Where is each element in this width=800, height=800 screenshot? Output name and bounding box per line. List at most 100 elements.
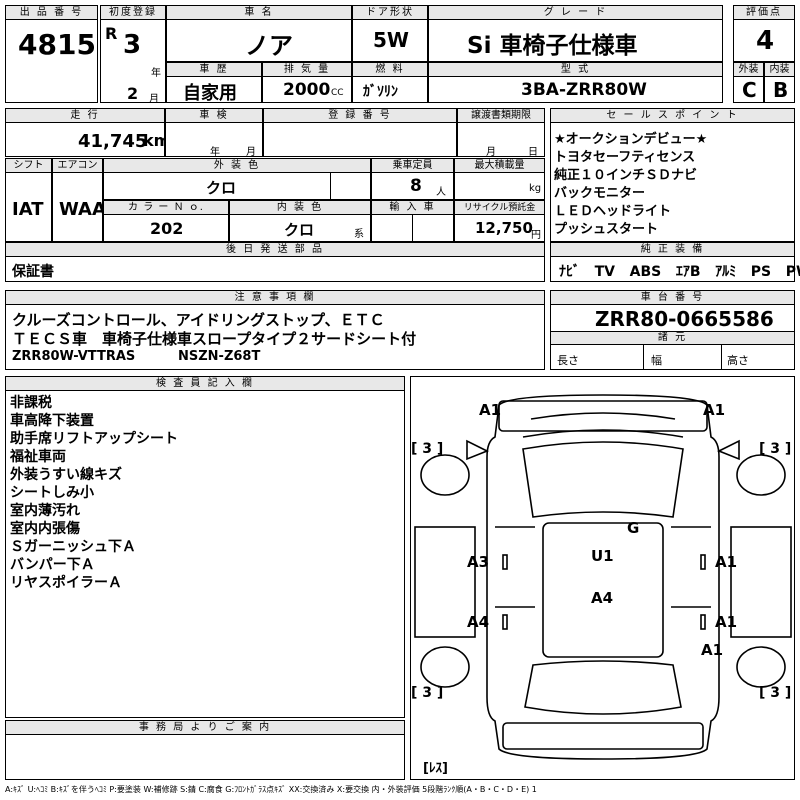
first-registration-label: 初度登録 (101, 6, 165, 20)
inspector-item: バンパー下Ａ (10, 557, 95, 573)
grade-label: グ レ ー ド (429, 6, 722, 20)
inspector-item: 非課税 (10, 395, 52, 411)
windshield (522, 441, 684, 518)
score-label: 評価点 (734, 6, 794, 20)
capacity-unit: 人 (436, 187, 446, 198)
door-handle (502, 554, 508, 570)
right-mirror (717, 439, 740, 461)
inspection-month-unit: 月 (246, 147, 256, 158)
later-parts-label: 後 日 発 送 部 品 (6, 243, 544, 257)
damage-mark: A1 (715, 613, 738, 631)
car-name: ノア (245, 32, 293, 60)
score-box: 評価点 4 (733, 5, 795, 62)
tire-rear-left (420, 646, 470, 688)
tire-rating: [ 3 ] (411, 685, 444, 701)
cc-unit: CC (331, 88, 344, 98)
legend: A:ｷｽﾞ U:ﾍｺﾐ B:ｷｽﾞを伴うﾍｺﾐ P:要塗装 W:補修跡 S:錆 … (5, 785, 537, 794)
later-parts-value: 保証書 (12, 264, 54, 280)
inspection-year-unit: 年 (210, 147, 220, 158)
equipment-item: ｴｱB (675, 264, 701, 280)
displacement-label: 排 気 量 (263, 63, 351, 77)
damage-mark: A1 (479, 401, 502, 419)
hood-line (522, 429, 684, 438)
notes-box: 注 意 事 項 欄 クルーズコントロール、アイドリングストップ、ＥＴＣ ＴＥＣＳ… (5, 290, 545, 370)
tire-rating: [ 3 ] (411, 441, 444, 457)
transfer-deadline-label: 譲渡書類期限 (458, 109, 544, 123)
grade-box: グ レ ー ド Si 車椅子仕様車 (428, 5, 723, 62)
registration-month: 2 (127, 84, 139, 103)
car-diagram-svg (414, 394, 792, 760)
door-handle (700, 554, 706, 570)
selling-point-item: ★オークションデビュー★ (554, 132, 708, 147)
door-label: ドア形状 (353, 6, 427, 20)
interior-color-label: 内 装 色 (230, 201, 370, 215)
roof (542, 522, 664, 658)
mileage-box: 走 行 41,745 km (5, 108, 170, 157)
door-handle (502, 614, 508, 630)
registration-number-box: 登 録 番 号 (263, 108, 457, 157)
color-number-box: カ ラ ー Ｎ ｏ. 202 (103, 200, 229, 242)
month-unit: 月 (149, 94, 159, 105)
ac: WAA (59, 199, 106, 220)
equipment-box: 純 正 装 備 ﾅﾋﾞ TV ABS ｴｱB ｱﾙﾐ PS PW (550, 242, 800, 282)
selling-points-box: セ ー ル ス ポ イ ン ト ★オークションデビュー★ トヨタセーフティセンス… (550, 108, 795, 242)
selling-points-list: ★オークションデビュー★ トヨタセーフティセンス 純正１０インチＳＤナビ バック… (554, 131, 707, 239)
inspector-item: リヤスポイラーＡ (10, 575, 122, 591)
chassis-box: 車 台 番 号 ZRR80-0665586 諸 元 長さ 幅 高さ (550, 290, 795, 370)
car-name-label: 車 名 (167, 6, 351, 20)
lot-number-box: 出 品 番 号 4815 (5, 5, 98, 103)
notes-label: 注 意 事 項 欄 (6, 291, 544, 305)
damage-mark: A4 (467, 613, 490, 631)
inspection-label: 車 検 (166, 109, 262, 123)
fuel-box: 燃 料 ｶﾞｿﾘﾝ (352, 62, 428, 103)
history-box: 車 歴 自家用 (166, 62, 262, 104)
body-outline (486, 394, 720, 760)
transfer-month-unit: 月 (486, 147, 496, 158)
inspector-item: 室内薄汚れ (10, 503, 80, 519)
model-box: 型 式 3BA-ZRR80W (428, 62, 723, 103)
door-box: ドア形状 5W (352, 5, 428, 62)
registration-year: 3 (123, 30, 142, 60)
notes-code: ZRR80W-VTTRAS (12, 349, 136, 364)
interior-color: クロ (284, 221, 315, 239)
max-load-label: 最大積載量 (455, 159, 544, 173)
inspector-item: Ｓガーニッシュ下Ａ (10, 539, 136, 555)
height-label: 高さ (727, 354, 749, 367)
max-load-box: 最大積載量 kg (454, 158, 545, 200)
selling-point-item: バックモニター (554, 186, 646, 201)
selling-point-item: プッシュスタート (554, 222, 659, 237)
ac-label: エアコン (53, 159, 102, 173)
exterior-label: 外装 (734, 63, 763, 77)
damage-mark: G (627, 519, 640, 537)
yen-unit: 円 (531, 230, 541, 241)
history-label: 車 歴 (167, 63, 261, 77)
equipment-item: ﾅﾋﾞ (559, 264, 580, 280)
exterior-color-box: 外 装 色 クロ (103, 158, 371, 200)
capacity: 8 (410, 176, 422, 196)
inspector-item: 福祉車両 (10, 449, 66, 465)
displacement-box: 排 気 量 2000 CC (262, 62, 352, 103)
selling-point-item: 純正１０インチＳＤナビ (554, 168, 698, 183)
door-type: 5W (373, 28, 409, 52)
year-unit: 年 (151, 68, 161, 79)
recycle-label: リサイクル預託金 (455, 201, 544, 215)
interior-score: B (773, 78, 789, 102)
equipment-label: 純 正 装 備 (551, 243, 794, 257)
recycle-fee: 12,750 (475, 219, 533, 237)
exterior-color: クロ (206, 179, 237, 197)
door-handle (700, 614, 706, 630)
chassis-label: 車 台 番 号 (551, 291, 794, 305)
inspector-list: 非課税 車高降下装置 助手席リフトアップシート 福祉車両 外装うすい線キズ シー… (10, 394, 178, 592)
first-registration-box: 初度登録 R 3 年 2 月 (100, 5, 166, 105)
inspector-item: シートしみ小 (10, 485, 94, 501)
mileage: 41,745 (78, 131, 148, 152)
import-box: 輸 入 車 (371, 200, 454, 242)
model-label: 型 式 (429, 63, 722, 77)
notes-line: クルーズコントロール、アイドリングストップ、ＥＴＣ (12, 311, 385, 329)
import-label: 輸 入 車 (372, 201, 453, 215)
damage-mark: U1 (591, 547, 614, 565)
load-unit: kg (529, 183, 542, 194)
exterior-score-box: 外装 C (733, 62, 764, 103)
inspection-box: 車 検 年 月 (165, 108, 263, 158)
interior-color-suffix: 系 (354, 229, 364, 240)
